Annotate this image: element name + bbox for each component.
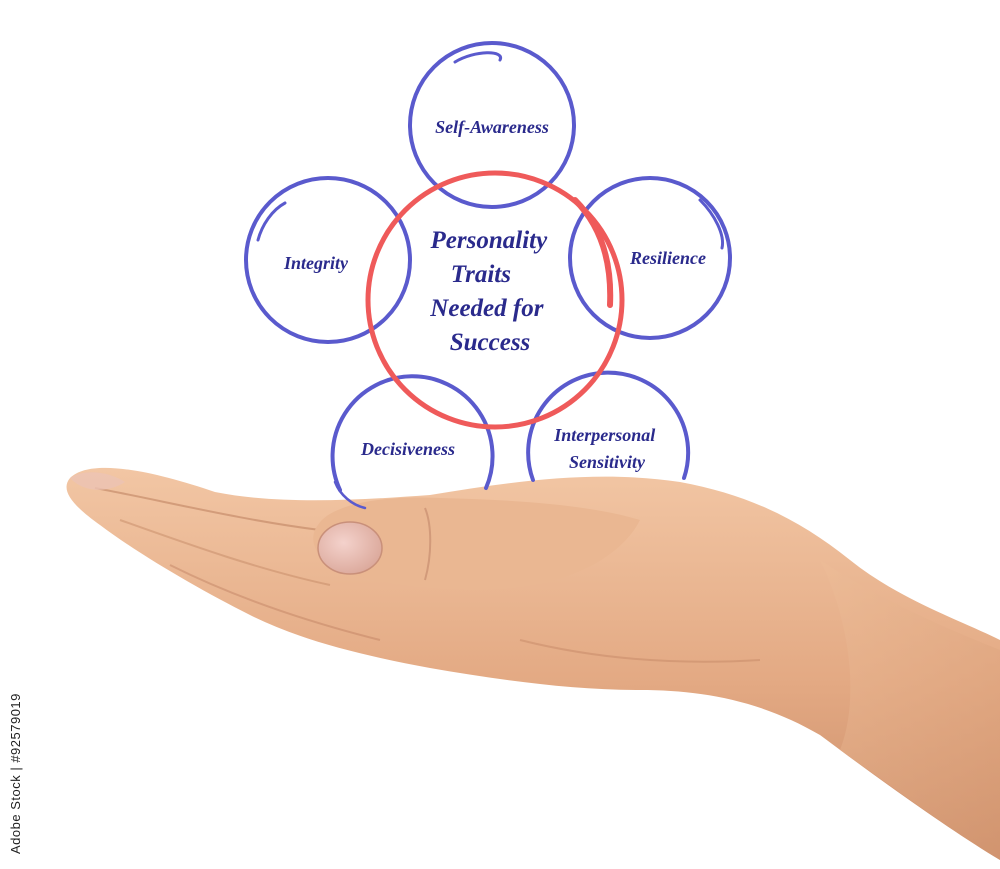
- palm-crease: [519, 639, 761, 663]
- finger-crease-3: [169, 564, 381, 641]
- center-title-line-2: Traits: [451, 261, 511, 288]
- integrity-ring: [244, 176, 412, 344]
- hand-palm-shape: [66, 467, 1000, 860]
- trait-label-interpersonal-line-2: Sensitivity: [569, 452, 646, 472]
- interpersonal-sensitivity-ring: [526, 370, 691, 482]
- wrist-shading: [820, 560, 1000, 860]
- trait-label-self-awareness: Self-Awareness: [435, 117, 549, 137]
- center-title-line-4: Success: [450, 329, 531, 356]
- stock-id-watermark: Adobe Stock | #92579019: [8, 693, 23, 854]
- center-title-line-1: Personality: [430, 227, 549, 254]
- thumb: [313, 497, 640, 590]
- thumbnail: [317, 521, 383, 575]
- open-palm-hand: [66, 467, 1000, 860]
- trait-label-integrity: Integrity: [283, 253, 349, 273]
- decisiveness-ring: [330, 374, 495, 510]
- center-title: Personality Traits Needed for Success: [429, 227, 553, 356]
- finger-crease-1: [94, 487, 321, 531]
- center-ring: [365, 170, 625, 430]
- self-awareness-ring: [408, 41, 576, 209]
- trait-label-interpersonal-line-1: Interpersonal: [553, 425, 655, 445]
- trait-rings: [244, 41, 732, 510]
- trait-label-resilience: Resilience: [629, 248, 706, 268]
- trait-label-interpersonal-sensitivity: Interpersonal Sensitivity: [553, 425, 660, 472]
- fingertip-nail: [70, 472, 125, 490]
- trait-label-decisiveness: Decisiveness: [360, 439, 455, 459]
- resilience-ring: [568, 176, 732, 340]
- center-title-line-3: Needed for: [429, 295, 543, 322]
- finger-crease-2: [119, 519, 331, 586]
- thumb-knuckle-line: [424, 507, 432, 581]
